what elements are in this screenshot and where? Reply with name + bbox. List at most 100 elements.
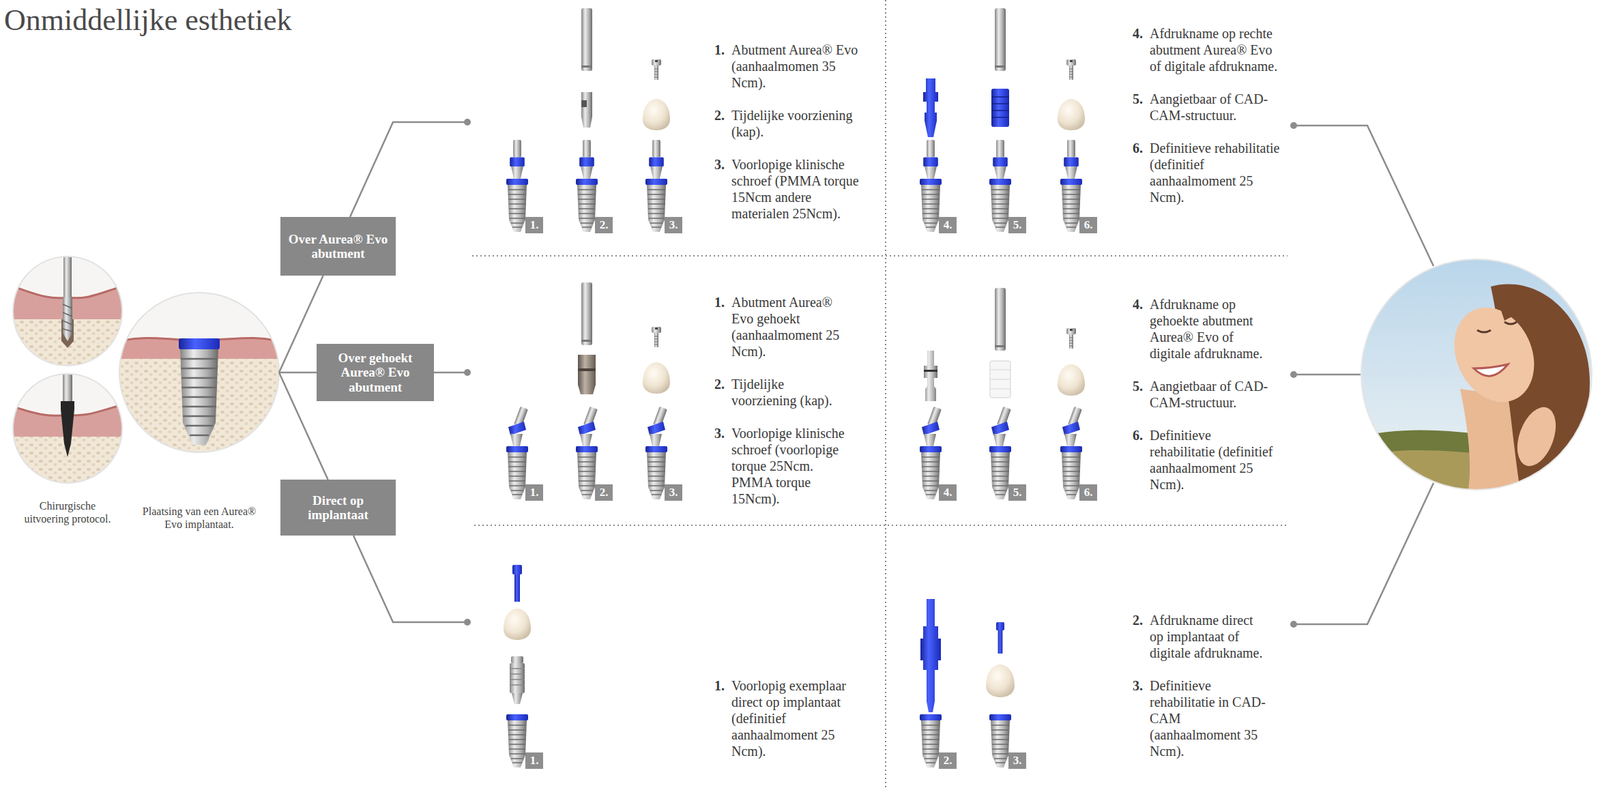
callout-number: 2. xyxy=(594,216,613,234)
step-list: 1.Voorlopig exemplaar direct op implanta… xyxy=(714,677,848,760)
step-number: 6. xyxy=(1132,427,1150,493)
step-text: Voorlopige klinische schroef (voorlopige… xyxy=(731,425,851,507)
callout-number: 1. xyxy=(525,216,544,234)
illustration-part xyxy=(577,354,596,395)
step-text: Afdrukname op rechte abutment Aurea® Evo… xyxy=(1149,25,1283,75)
step-text: Definitieve rehabilitatie (definitief aa… xyxy=(1149,139,1283,206)
box-label: Over gehoekt Aurea® Evo abutment xyxy=(323,350,428,395)
step-list: 1.Abutment Aurea® Evo gehoekt (aanhaalmo… xyxy=(714,294,851,507)
illustration-part xyxy=(503,608,531,640)
illustration-part xyxy=(1057,98,1085,131)
step-item: 3.Voorlopige klinische schroef (PMMA tor… xyxy=(714,156,868,222)
step-list: 4.Afdrukname op gehoekte abutment Aurea®… xyxy=(1132,296,1276,493)
step-number: 4. xyxy=(1132,25,1150,75)
smiling-patient-photo xyxy=(1357,255,1597,499)
illustration-part xyxy=(62,304,73,332)
box-label: Over Aurea® Evo abutment xyxy=(287,231,389,262)
illustration-part xyxy=(1290,122,1298,129)
callout-number: 1. xyxy=(525,752,544,769)
step-text: Voorlopig exemplaar direct op implantaat… xyxy=(731,677,848,760)
surgery-drill-figure xyxy=(12,256,123,368)
components-straight-definitive xyxy=(919,8,1085,232)
callout-number: 5. xyxy=(1008,216,1027,234)
step-text: Definitieve rehabilitatie (definitief aa… xyxy=(1149,427,1276,493)
illustration-part xyxy=(1057,364,1085,396)
callout-number: 4. xyxy=(938,216,957,234)
illustration-part xyxy=(994,8,1006,71)
illustration-part xyxy=(178,338,220,350)
step-item: 2.Afdrukname direct op implantaat of dig… xyxy=(1132,612,1266,662)
step-text: Tijdelijke voorziening (kap). xyxy=(731,107,868,140)
illustration-part xyxy=(1063,139,1079,179)
step-item: 1.Abutment Aurea® Evo gehoekt (aanhaalmo… xyxy=(714,294,851,360)
step-list: 4.Afdrukname op rechte abutment Aurea® E… xyxy=(1132,25,1283,206)
panel-separators xyxy=(472,0,1288,790)
illustration-part xyxy=(63,256,72,299)
figure-caption: Plaatsing van een Aurea® Evo implantaat. xyxy=(134,504,265,531)
illustration-part xyxy=(1460,388,1522,499)
step-text: Definitieve rehabilitatie in CAD-CAM (aa… xyxy=(1149,677,1266,760)
step-text: Afdrukname op gehoekte abutment Aurea® E… xyxy=(1149,296,1276,362)
page-title: Onmiddellijke esthetiek xyxy=(4,2,293,38)
illustration-part xyxy=(512,564,522,602)
figure-rim xyxy=(12,256,123,366)
illustration-part xyxy=(642,98,671,131)
box-label: Direct op implantaat xyxy=(287,493,389,523)
illustration-part xyxy=(923,78,939,138)
illustration-part xyxy=(923,139,939,179)
step-text: Tijdelijke voorziening (kap). xyxy=(731,375,851,409)
step-item: 6.Definitieve rehabilitatie (definitief … xyxy=(1132,139,1283,206)
step-item: 4.Afdrukname op gehoekte abutment Aurea®… xyxy=(1132,296,1276,362)
illustration-part xyxy=(581,282,593,346)
surgery-osteotome-figure xyxy=(12,373,123,485)
illustration-part xyxy=(581,8,593,71)
step-list: 1.Abutment Aurea® Evo (aanhaalmomen 35 N… xyxy=(714,41,868,222)
illustration-part xyxy=(463,118,471,126)
callout-number: 4. xyxy=(938,484,957,501)
illustration-part xyxy=(651,326,662,348)
illustration-part xyxy=(508,406,529,447)
step-number: 4. xyxy=(1132,296,1150,362)
callout-number: 3. xyxy=(664,484,683,501)
branch-box: Over gehoekt Aurea® Evo abutment xyxy=(316,343,434,402)
step-item: 3.Voorlopige klinische schroef (voorlopi… xyxy=(714,425,851,507)
step-number: 5. xyxy=(1132,377,1150,411)
illustration-part xyxy=(992,139,1008,179)
callout-number: 6. xyxy=(1079,216,1098,234)
figure-caption: Chirurgische uitvoering protocol. xyxy=(16,499,119,526)
illustration-part xyxy=(509,656,525,705)
step-number: 2. xyxy=(714,375,732,409)
illustration-part xyxy=(1509,401,1564,472)
illustration-part xyxy=(579,139,595,179)
illustration-part xyxy=(62,297,73,342)
step-item: 2.Tijdelijke voorziening (kap). xyxy=(714,107,868,140)
figure-rim xyxy=(1361,259,1592,490)
illustration-part xyxy=(1473,364,1508,376)
leader-lines xyxy=(350,122,1434,625)
illustration-part xyxy=(1290,371,1298,378)
illustration-part xyxy=(1293,125,1434,267)
components-direct-temporary xyxy=(503,564,531,768)
callout-number: 1. xyxy=(525,484,544,501)
illustration-part xyxy=(648,139,664,179)
step-number: 3. xyxy=(1132,677,1150,760)
step-item: 2.Tijdelijke voorziening (kap). xyxy=(714,375,851,409)
step-text: Abutment Aurea® Evo (aanhaalmomen 35 Ncm… xyxy=(731,41,868,91)
illustration-part xyxy=(350,122,468,217)
illustration-part xyxy=(884,0,887,790)
implant-placement-figure xyxy=(119,292,280,455)
illustration-part xyxy=(180,349,219,445)
illustration-part xyxy=(921,406,942,447)
step-text: Aangietbaar of CAD-CAM-structuur. xyxy=(1149,377,1276,411)
callout-number: 2. xyxy=(938,752,957,769)
illustration-part xyxy=(990,360,1011,398)
illustration-part xyxy=(180,358,218,436)
step-number: 6. xyxy=(1132,139,1150,206)
step-item: 1.Abutment Aurea® Evo (aanhaalmomen 35 N… xyxy=(714,41,868,91)
illustration-part xyxy=(1501,300,1563,321)
callout-number: 6. xyxy=(1079,484,1098,501)
step-text: Afdrukname direct op implantaat of digit… xyxy=(1149,612,1266,662)
illustration-part xyxy=(463,618,471,626)
callout-number: 2. xyxy=(594,484,613,501)
leader-dots xyxy=(463,118,1298,628)
